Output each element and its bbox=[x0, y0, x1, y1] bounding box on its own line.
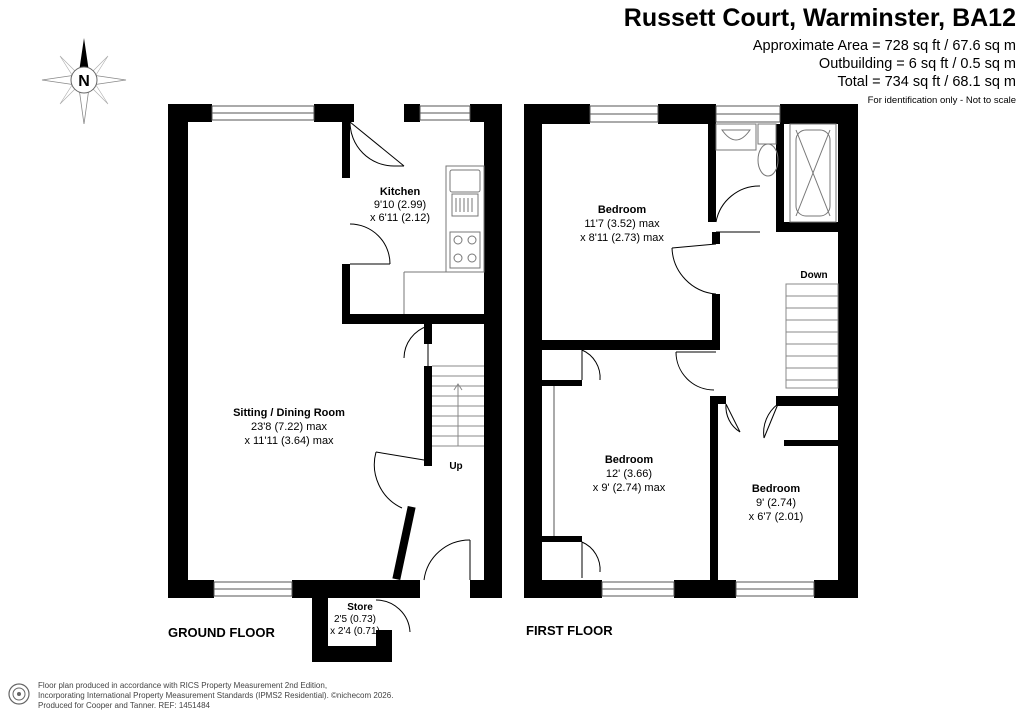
bedroom3-dim-1: 9' (2.74) bbox=[756, 497, 796, 509]
ground-floor-label: GROUND FLOOR bbox=[168, 625, 275, 640]
first-floor-doors bbox=[581, 185, 779, 578]
identification-note: For identification only - Not to scale bbox=[867, 95, 1016, 106]
ground-floor-stairs bbox=[432, 365, 484, 447]
footer-text: Floor plan produced in accordance with R… bbox=[38, 681, 393, 711]
bedroom1-dim-2: x 8'11 (2.73) max bbox=[580, 232, 664, 244]
kitchen-dim-2: x 6'11 (2.12) bbox=[370, 212, 430, 224]
bedroom3-dim-2: x 6'7 (2.01) bbox=[749, 511, 804, 523]
kitchen-dim-1: 9'10 (2.99) bbox=[374, 199, 426, 211]
bedroom3-name: Bedroom bbox=[752, 483, 801, 495]
property-title: Russett Court, Warminster, BA12 bbox=[623, 4, 1016, 32]
bedroom1-name: Bedroom bbox=[598, 204, 647, 216]
kitchen-fixtures bbox=[403, 165, 485, 314]
ground-floor-windows bbox=[211, 105, 471, 597]
store-name: Store bbox=[347, 602, 373, 613]
compass-north-label: N bbox=[78, 73, 90, 90]
rics-logo-icon bbox=[8, 683, 30, 705]
store-dim-2: x 2'4 (0.71) bbox=[330, 626, 380, 637]
store-dim-1: 2'5 (0.73) bbox=[334, 614, 376, 625]
first-floor-windows bbox=[553, 105, 815, 597]
total-area: Total = 734 sq ft / 68.1 sq m bbox=[837, 74, 1016, 90]
bedroom2-dim-1: 12' (3.66) bbox=[606, 468, 652, 480]
compass-rose-icon bbox=[41, 38, 127, 125]
first-stairs-down-label: Down bbox=[800, 270, 827, 281]
sitting-room-dim-1: 23'8 (7.22) max bbox=[251, 421, 328, 433]
ground-floor-walls bbox=[168, 104, 502, 662]
footer-line-1: Floor plan produced in accordance with R… bbox=[38, 681, 328, 690]
bedroom2-dim-2: x 9' (2.74) max bbox=[593, 482, 666, 494]
ground-floor-doors bbox=[349, 121, 471, 633]
approximate-area: Approximate Area = 728 sq ft / 67.6 sq m bbox=[752, 38, 1016, 54]
footer-line-3: Produced for Cooper and Tanner. REF: 145… bbox=[38, 701, 210, 710]
outbuilding-area: Outbuilding = 6 sq ft / 0.5 sq m bbox=[818, 56, 1016, 72]
kitchen-name: Kitchen bbox=[380, 186, 421, 198]
footer-line-2: Incorporating International Property Mea… bbox=[38, 691, 394, 700]
first-floor-label: FIRST FLOOR bbox=[526, 623, 613, 638]
first-floor-stairs bbox=[785, 283, 839, 389]
ground-stairs-up-label: Up bbox=[449, 461, 462, 472]
sitting-room-name: Sitting / Dining Room bbox=[233, 407, 345, 419]
bathroom-fixtures bbox=[715, 123, 837, 223]
bedroom2-name: Bedroom bbox=[605, 454, 654, 466]
sitting-room-dim-2: x 11'11 (3.64) max bbox=[244, 435, 334, 447]
first-floor-walls bbox=[524, 104, 858, 598]
bedroom1-dim-1: 11'7 (3.52) max bbox=[584, 218, 660, 230]
